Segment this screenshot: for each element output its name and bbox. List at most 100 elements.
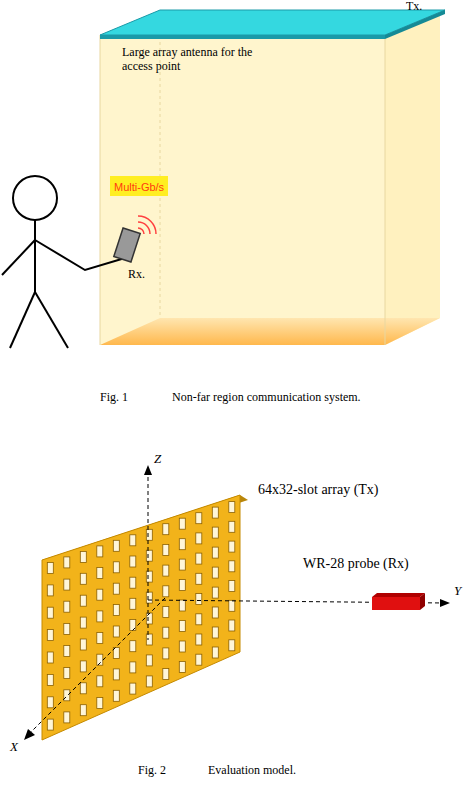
slot xyxy=(146,655,152,666)
axis-label: Y xyxy=(454,584,461,599)
slot xyxy=(212,507,218,518)
slot xyxy=(64,668,70,679)
slot xyxy=(212,647,218,658)
slot xyxy=(163,544,169,555)
slot xyxy=(196,654,202,665)
slot xyxy=(163,586,169,597)
slot xyxy=(97,676,103,687)
figure-number: Fig. 2 xyxy=(138,764,166,778)
axis-label: X xyxy=(10,740,18,755)
room-side xyxy=(385,12,440,345)
tx-label: Tx. xyxy=(406,0,422,14)
slot xyxy=(163,524,169,535)
rx-label: Rx. xyxy=(128,268,145,282)
slot xyxy=(80,551,86,562)
slot xyxy=(179,661,185,672)
slot xyxy=(146,676,152,687)
slot xyxy=(163,669,169,680)
slot xyxy=(212,527,218,538)
slot xyxy=(179,518,185,529)
slot xyxy=(229,541,235,552)
probe-label: WR-28 probe (Rx) xyxy=(303,556,409,572)
slot xyxy=(47,674,53,685)
slot xyxy=(229,620,235,631)
array-plate-edge xyxy=(100,35,385,39)
slot xyxy=(163,607,169,618)
slot xyxy=(97,546,103,557)
slot xyxy=(179,621,185,632)
wr28-probe xyxy=(372,593,425,610)
slot xyxy=(80,705,86,716)
slot xyxy=(130,683,136,694)
slot xyxy=(97,568,103,579)
slot xyxy=(113,605,119,616)
slot xyxy=(179,600,185,611)
slot xyxy=(146,550,152,561)
figure-caption: Non-far region communication system. xyxy=(172,391,361,405)
slot xyxy=(80,683,86,694)
slot xyxy=(80,595,86,606)
slot xyxy=(80,639,86,650)
slot xyxy=(196,573,202,584)
antenna-label: Large array antenna for the access point xyxy=(122,46,257,74)
slot xyxy=(80,661,86,672)
slot xyxy=(212,607,218,618)
slot xyxy=(146,592,152,603)
slot-array-panel xyxy=(42,495,240,740)
figure-number: Fig. 1 xyxy=(100,391,128,405)
slot xyxy=(196,553,202,564)
slot xyxy=(113,562,119,573)
slot xyxy=(64,579,70,590)
highlight-box: Multi-Gb/s xyxy=(110,176,168,196)
axis-arrow xyxy=(144,465,152,475)
slot xyxy=(163,565,169,576)
slot xyxy=(64,712,70,723)
slot xyxy=(64,623,70,634)
slot xyxy=(130,598,136,609)
slot xyxy=(47,630,53,641)
slot xyxy=(229,600,235,611)
slot xyxy=(64,601,70,612)
slot xyxy=(47,607,53,618)
slot xyxy=(97,589,103,600)
slot xyxy=(163,648,169,659)
slot xyxy=(196,513,202,524)
slot xyxy=(47,585,53,596)
room-edge xyxy=(100,35,101,345)
room-edge xyxy=(385,35,386,345)
slot xyxy=(64,646,70,657)
slot xyxy=(229,502,235,513)
slot xyxy=(97,698,103,709)
room-floor xyxy=(100,318,440,345)
slot xyxy=(97,611,103,622)
slot xyxy=(196,594,202,605)
array-plate-edge xyxy=(385,10,445,39)
slot xyxy=(146,634,152,645)
slot xyxy=(113,690,119,701)
axis-arrow xyxy=(24,729,35,740)
slot xyxy=(97,633,103,644)
slot xyxy=(130,641,136,652)
slot xyxy=(130,662,136,673)
slot xyxy=(212,627,218,638)
figure-caption: Evaluation model. xyxy=(208,764,296,778)
axes xyxy=(28,470,445,735)
slot xyxy=(113,626,119,637)
phone xyxy=(114,228,140,262)
slot xyxy=(130,535,136,546)
slot xyxy=(212,567,218,578)
slot xyxy=(64,557,70,568)
array-plate xyxy=(100,10,445,35)
slot xyxy=(179,580,185,591)
slot xyxy=(113,540,119,551)
slot xyxy=(196,533,202,544)
slot xyxy=(130,556,136,567)
axis-label: Z xyxy=(154,452,161,467)
array-label: 64x32-slot array (Tx) xyxy=(258,482,379,498)
slot xyxy=(196,614,202,625)
slot xyxy=(212,547,218,558)
slot xyxy=(80,617,86,628)
radio-waves xyxy=(138,216,156,234)
slot xyxy=(229,581,235,592)
